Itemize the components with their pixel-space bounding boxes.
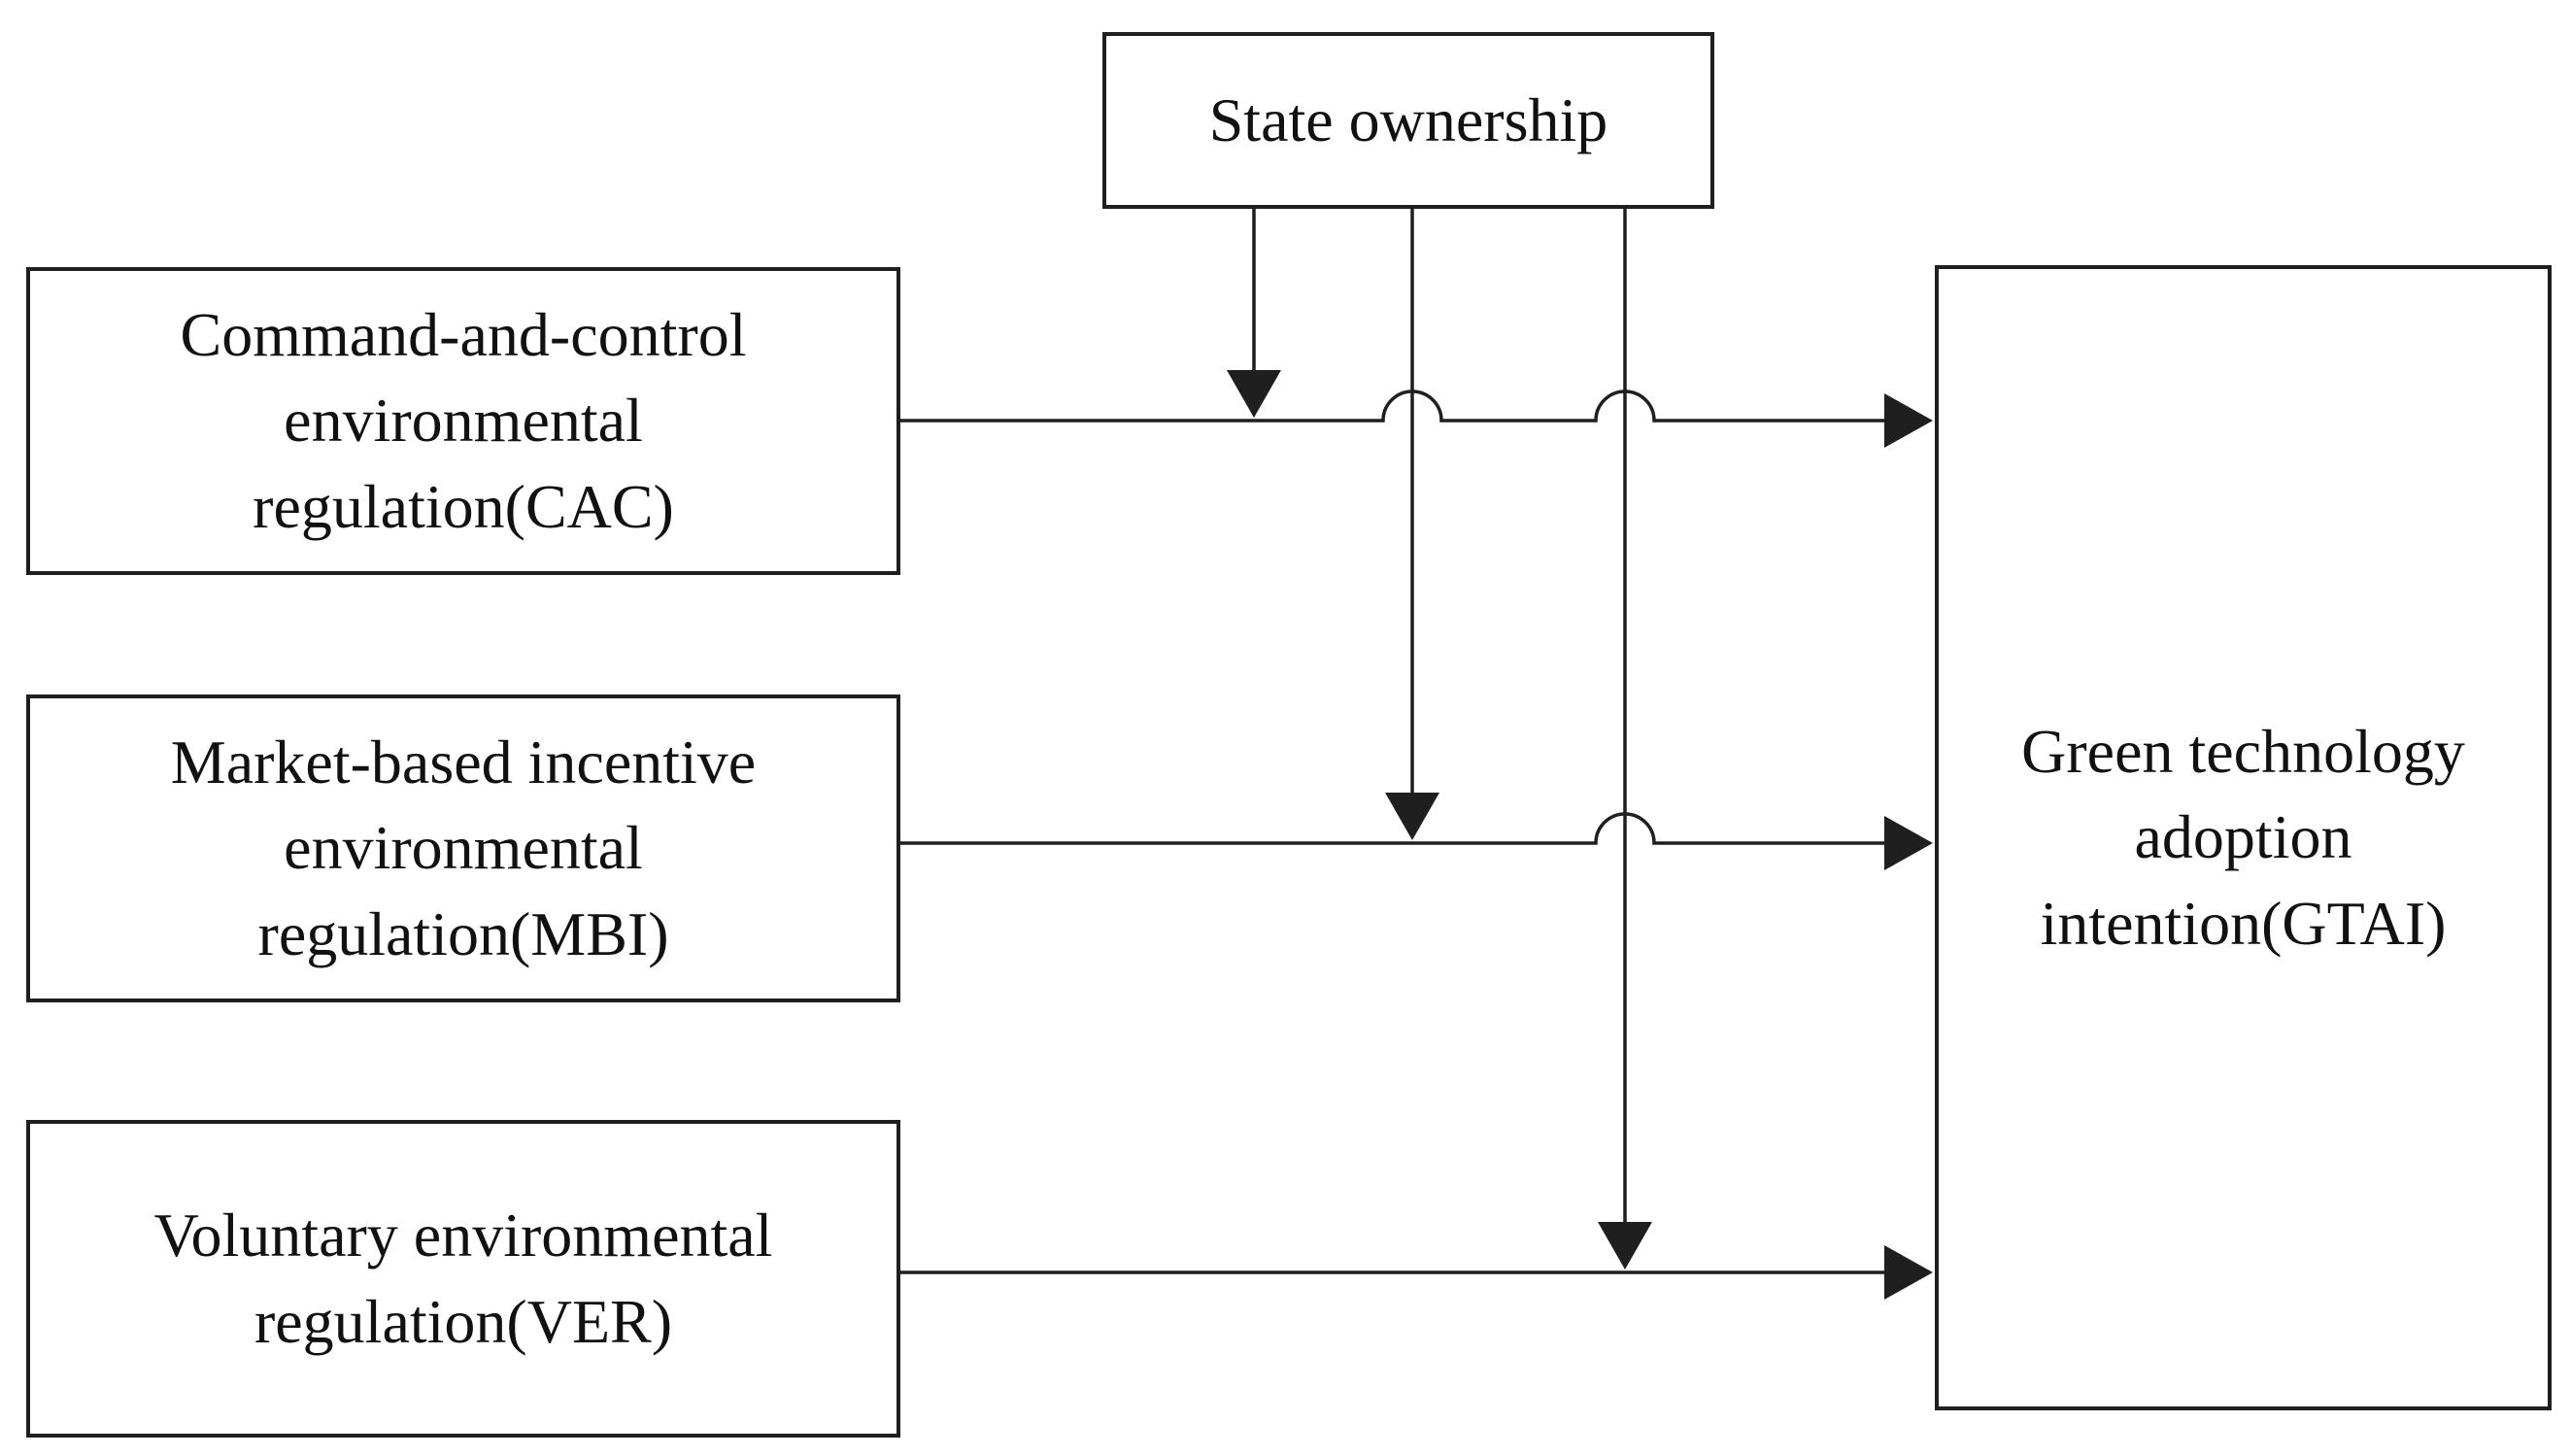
- mbi-regulation-node: Market-based incentive environmental reg…: [26, 694, 900, 1002]
- gtai-intention-node: Green technology adoption intention(GTAI…: [1935, 265, 2552, 1410]
- edge-state-mbi-arrowhead-icon: [1385, 793, 1439, 840]
- gtai-intention-label: Green technology adoption intention(GTAI…: [2021, 717, 2465, 958]
- state-ownership-node: State ownership: [1102, 32, 1714, 209]
- edge-ver-gtai-arrowhead-icon: [1884, 1245, 1933, 1300]
- edge-mbi-gtai-line: [900, 812, 1888, 845]
- edge-cac-gtai-arrowhead-icon: [1884, 393, 1933, 448]
- edge-state-cac-arrowhead-icon: [1227, 370, 1281, 418]
- cac-regulation-label: Command-and-control environmental regula…: [180, 300, 747, 541]
- edge-mbi-gtai-arrowhead-icon: [1884, 816, 1933, 870]
- mbi-regulation-label: Market-based incentive environmental reg…: [170, 728, 757, 968]
- ver-regulation-label: Voluntary environmental regulation(VER): [153, 1201, 773, 1356]
- edge-cac-gtai-line: [900, 389, 1888, 423]
- state-ownership-label: State ownership: [1208, 85, 1608, 154]
- edge-state-ver-arrowhead-icon: [1598, 1222, 1652, 1270]
- cac-regulation-node: Command-and-control environmental regula…: [26, 267, 900, 575]
- ver-regulation-node: Voluntary environmental regulation(VER): [26, 1120, 900, 1438]
